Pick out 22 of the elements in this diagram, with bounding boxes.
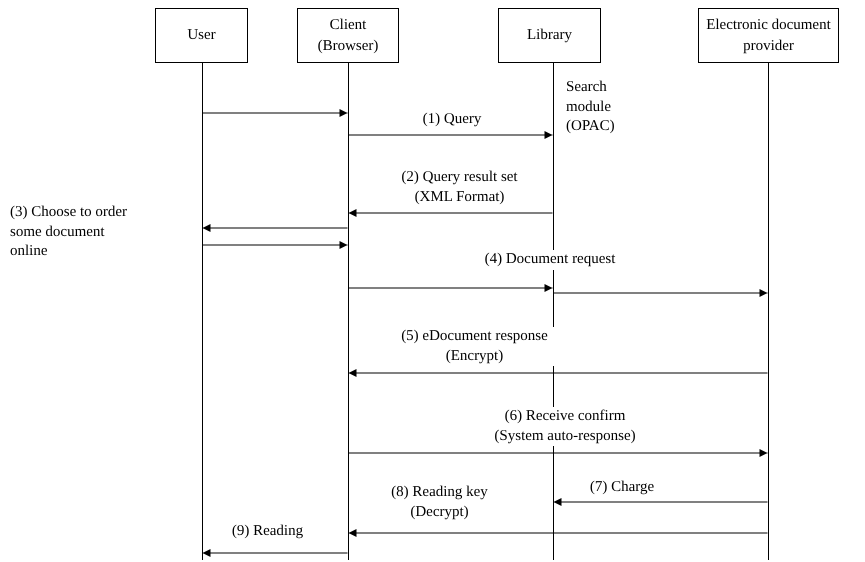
participant-box	[297, 8, 399, 63]
message-arrow	[348, 131, 553, 139]
message-arrow	[348, 284, 553, 292]
message-arrow	[202, 241, 348, 249]
message-arrow	[348, 449, 768, 457]
participant-box	[155, 8, 248, 63]
message-arrow	[348, 529, 768, 537]
message-arrow	[348, 369, 768, 377]
participant-box	[498, 8, 601, 63]
module-note: Search module (OPAC)	[566, 78, 616, 136]
message-arrow	[202, 109, 348, 117]
message-arrow	[348, 209, 553, 217]
message-arrow	[202, 549, 348, 557]
participant-name: User	[187, 26, 216, 46]
participant-box	[698, 8, 839, 63]
participant-name: Electronic document provider	[705, 16, 832, 56]
message-arrow	[553, 289, 768, 297]
participant-name: Client (Browser)	[316, 16, 380, 56]
participant-name: Library	[527, 26, 572, 46]
message-arrow	[553, 498, 768, 506]
message-arrow	[202, 224, 348, 232]
step-note: (3) Choose to order some document online	[10, 203, 128, 261]
